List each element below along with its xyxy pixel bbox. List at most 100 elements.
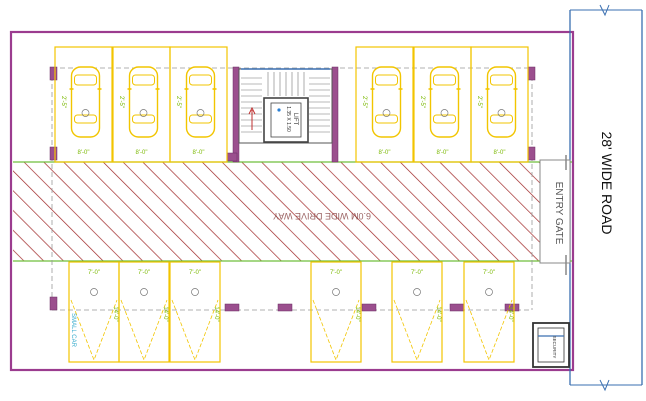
parking-bay: 2'-5" 8'-0" xyxy=(355,46,414,163)
bay-side-dimension: 2'-5" xyxy=(419,96,425,108)
column xyxy=(232,66,240,163)
column xyxy=(277,303,293,312)
car-body xyxy=(429,66,460,138)
column xyxy=(527,146,536,161)
car-rear-window xyxy=(189,114,212,124)
car-rear-window xyxy=(433,114,456,124)
car-icon xyxy=(184,66,217,138)
entry-gate-frame xyxy=(539,159,571,264)
bay-width-dimension: 7'-0" xyxy=(88,270,100,276)
car-windshield xyxy=(74,74,97,86)
driveway-label: 6.0M WIDE DRIVE WAY xyxy=(273,211,371,221)
bay-direction-marker xyxy=(393,299,441,362)
bay-length-dimension: 14'-0" xyxy=(507,306,513,321)
bay-length-dimension: 14'-0" xyxy=(112,306,118,321)
lift-size: 1.35 X 1.50 xyxy=(285,106,291,132)
car-windshield xyxy=(189,74,212,86)
parking-bay: 7'-0" 14'-0" xyxy=(169,261,221,363)
steering-wheel-icon xyxy=(440,109,449,117)
car-rear-window xyxy=(74,114,97,124)
car-windshield xyxy=(433,74,456,86)
bay-direction-marker xyxy=(120,299,168,362)
bay-direction-marker xyxy=(465,299,513,362)
parking-bay: 7'-0" 14'-0" xyxy=(68,261,120,363)
column xyxy=(49,66,58,81)
car-body xyxy=(486,66,517,138)
parking-bay: 7'-0" 14'-0" xyxy=(310,261,362,363)
bay-length-dimension: 14'-0" xyxy=(354,306,360,321)
car-windshield xyxy=(375,74,398,86)
parking-bay-outline xyxy=(169,261,221,363)
stair-treads-right xyxy=(309,77,330,133)
steering-wheel-icon xyxy=(485,288,493,296)
parking-bay: 7'-0"14'-0" xyxy=(118,261,170,363)
parking-bay-outline xyxy=(355,46,414,163)
car-icon xyxy=(370,66,403,138)
plot-boundary xyxy=(9,30,575,372)
lift-label: LIFT xyxy=(292,113,298,126)
column xyxy=(49,146,58,161)
entry-gate: ENTRY GATE xyxy=(539,155,571,275)
column xyxy=(527,66,536,81)
parking-bay: 2'-5" 8'-0" xyxy=(112,46,171,163)
bay-length-dimension: 14'-0" xyxy=(213,306,219,321)
steering-wheel-icon xyxy=(191,288,199,296)
parking-bay: 2'-5" 8'-0" xyxy=(413,46,472,163)
car-body xyxy=(371,66,402,138)
bay-width-dimension: 8'-0" xyxy=(379,150,391,156)
bay-width-dimension: 8'-0" xyxy=(437,150,449,156)
bay-side-dimension: 2'-5" xyxy=(118,96,124,108)
driveway: 6.0M WIDE DRIVE WAY xyxy=(13,161,572,262)
bay-side-dimension: 2'-5" xyxy=(175,96,181,108)
steering-wheel-icon xyxy=(332,288,340,296)
bay-width-dimension: 8'-0" xyxy=(136,150,148,156)
security-cabin: SECURITY xyxy=(532,322,570,368)
car-windshield xyxy=(132,74,155,86)
column xyxy=(504,303,520,312)
parking-bay-outline xyxy=(463,261,515,363)
bay-width-dimension: 8'-0" xyxy=(193,150,205,156)
parking-bay-outline xyxy=(391,261,443,363)
bay-width-dimension: 7'-0" xyxy=(330,270,342,276)
parking-bay-outline xyxy=(310,261,362,363)
road-break-top xyxy=(599,4,610,17)
bay-side-dimension: 2'-5" xyxy=(361,96,367,108)
road: 28' WIDE ROAD xyxy=(569,4,643,392)
parking-bay-outline xyxy=(68,261,120,363)
column xyxy=(331,66,339,163)
bottom-parking-row: 7'-0" 14'-0" 7'-0" 14'-0" 7'-0" 14'-0" 7'-0" 14… xyxy=(68,261,515,363)
lift-button xyxy=(277,108,281,112)
road-break-bottom xyxy=(599,379,610,392)
parking-bay: 7'-0" 14'-0" xyxy=(391,261,443,363)
top-parking-row: 2'-5" 8'-0" 2'-5" 8'-0" 2'-5" 8'-0" 2'-5" 8'-0"… xyxy=(54,46,529,163)
parking-bay: 2'-5" 8'-0" xyxy=(54,46,113,163)
car-body xyxy=(70,66,101,138)
parking-bay-outline xyxy=(118,261,170,363)
bay-width-dimension: 7'-0" xyxy=(189,270,201,276)
column xyxy=(449,303,465,312)
entry-gate-label: ENTRY GATE xyxy=(553,182,564,245)
parking-bay: 2'-5" 8'-0" xyxy=(169,46,228,163)
bay-side-dimension: 2'-5" xyxy=(476,96,482,108)
bay-width-dimension: 8'-0" xyxy=(494,150,506,156)
driveway-hatch xyxy=(13,162,568,261)
car-body xyxy=(128,66,159,138)
bay-width-dimension: 7'-0" xyxy=(411,270,423,276)
bay-width-dimension: 8'-0" xyxy=(78,150,90,156)
steering-wheel-icon xyxy=(382,109,391,117)
steering-wheel-icon xyxy=(139,109,148,117)
parking-bay-outline xyxy=(169,46,228,163)
steering-wheel-icon xyxy=(497,109,506,117)
column xyxy=(49,296,58,311)
car-rear-window xyxy=(132,114,155,124)
small-car-label: SMALL CAR xyxy=(70,313,76,347)
column xyxy=(226,152,238,162)
car-rear-window xyxy=(375,114,398,124)
bay-side-dimension: 2'-5" xyxy=(60,96,66,108)
car-rear-window xyxy=(490,114,513,124)
bay-width-dimension: 7'-0" xyxy=(483,270,495,276)
bay-length-dimension: 14'-0" xyxy=(435,306,441,321)
security-inner xyxy=(537,327,565,363)
parking-bay-outline xyxy=(54,46,113,163)
